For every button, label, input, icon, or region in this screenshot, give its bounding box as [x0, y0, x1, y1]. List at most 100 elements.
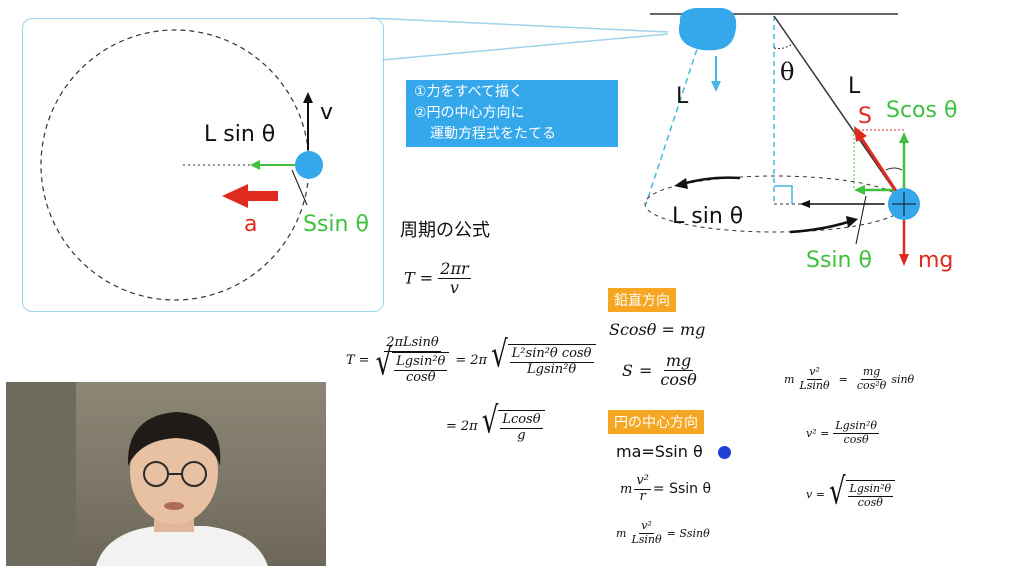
vertical-tag: 鉛直方向: [608, 288, 676, 312]
theta-arc: [773, 43, 793, 49]
ssin-force-head: [250, 160, 260, 170]
ssin-leader: [855, 195, 867, 245]
deriv-num: 2πLsinθ: [384, 335, 441, 352]
ssin-label: Ssin θ: [303, 212, 369, 237]
center-m: m: [620, 481, 633, 497]
center-v2: v²: [634, 473, 651, 490]
deriv-sqrt2: √ Lcosθ g: [482, 403, 545, 444]
lsin-bottom-label: L sin θ: [672, 204, 744, 229]
acceleration-arrow: [222, 184, 278, 208]
derivation-line-1: T = 2πLsinθ √ Lgsin²θ cosθ = 2π √ L²sin²…: [346, 335, 596, 386]
vertical-den: cosθ: [660, 370, 697, 390]
instruction-line-3: 運動方程式をたてる: [430, 126, 556, 142]
blue-dot: [718, 446, 731, 459]
center-m-2: m: [616, 526, 627, 540]
ssin-bottom-label: Ssin θ: [806, 248, 872, 273]
ball-angle-arc: [885, 167, 903, 171]
right-v2-lhs: v² =: [806, 426, 830, 440]
period-eq: =: [419, 268, 434, 288]
deriv-fraction: 2πLsinθ √ Lgsin²θ cosθ: [374, 335, 452, 386]
deriv-eq3: =: [446, 419, 457, 435]
orbit-arrow-2-head: [846, 216, 858, 228]
right-frac3: Lgsin²θ cosθ: [833, 419, 879, 446]
vertical-eq2: S = mg cosθ: [622, 351, 699, 390]
deriv-rad1-num: L²sin²θ cosθ: [509, 345, 594, 363]
instruction-line-2: ②円の中心方向に: [414, 105, 525, 121]
deriv-sqrt1: √ L²sin²θ cosθ Lgsin²θ: [491, 337, 596, 378]
deriv-sqrt1-frac: L²sin²θ cosθ Lgsin²θ: [507, 343, 596, 378]
center-r: r: [639, 488, 646, 504]
vertical-fraction: mg cosθ: [658, 351, 698, 390]
deriv-rad2-num: Lcosθ: [500, 412, 543, 429]
tension-arrow: [858, 135, 900, 195]
right-num2: Lgsin²θ: [833, 419, 879, 434]
period-formula: T = 2πr v: [404, 259, 471, 298]
a-label: a: [244, 212, 258, 237]
center-den2: Lsinθ: [631, 532, 662, 546]
tension-arrow-head: [854, 126, 867, 142]
instruction-box: ①力をすべて描く ②円の中心方向に 運動方程式をたてる: [406, 80, 618, 147]
right-frac1: v² Lsinθ: [797, 365, 831, 392]
right-cos2: cos²θ: [856, 378, 887, 392]
orbit-arrow-2: [789, 220, 849, 234]
deriv-eq2: =: [455, 353, 467, 369]
callout-line-top: [369, 17, 669, 33]
right-sqrt-frac: Lgsin²θ cosθ: [845, 480, 896, 509]
right-den1: Lsinθ: [799, 378, 830, 392]
right-sqrt: √ Lgsin²θ cosθ: [829, 474, 896, 511]
orbit-arrow-1-head: [674, 178, 688, 189]
deriv-den: √ Lgsin²θ cosθ: [374, 345, 452, 386]
center-frac2: v² Lsinθ: [629, 519, 663, 546]
orbit-arrow-1: [681, 176, 741, 186]
center-rhs: = Ssin θ: [652, 481, 712, 498]
right-angle-mark: [774, 185, 793, 204]
center-eq2: m v² r = Ssin θ: [620, 473, 712, 505]
right-den3: cosθ: [857, 495, 883, 509]
presenter-figure: [6, 382, 268, 566]
right-eq3: v = √ Lgsin²θ cosθ: [806, 474, 896, 511]
derivation-line-2: = 2π √ Lcosθ g: [446, 403, 545, 444]
period-heading: 周期の公式: [400, 220, 490, 241]
l-right-label: L: [848, 74, 861, 99]
deriv-two-pi: 2π: [470, 353, 488, 369]
center-frac1: v² r: [634, 473, 651, 505]
presenter-video: [6, 382, 326, 566]
deriv-sqrt2-frac: Lcosθ g: [498, 410, 545, 444]
scos-arrow-head: [899, 132, 909, 143]
cone-left-dashed: [645, 39, 701, 205]
ball: [295, 151, 323, 179]
hanging-weight: [678, 8, 737, 51]
deriv-two-pi-2: 2π: [460, 419, 478, 435]
vertical-S: S: [622, 361, 633, 381]
ssin-arrow-head: [854, 185, 865, 195]
l-left-label: L: [676, 84, 689, 109]
right-mg: mg: [860, 365, 883, 380]
circle-panel: [22, 18, 384, 312]
center-rhs2: = Ssinθ: [666, 526, 710, 540]
leader-line: [291, 169, 308, 206]
deriv-den-sqrt: √ Lgsin²θ cosθ: [376, 345, 450, 386]
deriv-den-den: cosθ: [405, 369, 436, 385]
callout-line-bottom: [381, 33, 669, 61]
right-frac2: mg cos²θ: [855, 365, 888, 392]
right-v2: v²: [807, 365, 822, 380]
right-num3: Lgsin²θ: [847, 482, 894, 497]
mg-label: mg: [918, 248, 954, 273]
scos-label: Scos θ: [886, 98, 958, 123]
period-den: v: [449, 278, 459, 298]
v-label: v: [320, 100, 334, 125]
center-tag: 円の中心方向: [608, 410, 704, 434]
deriv-den-frac: Lgsin²θ cosθ: [392, 351, 450, 386]
right-eq2: v² = Lgsin²θ cosθ: [806, 419, 879, 446]
right-eq1: m v² Lsinθ = mg cos²θ sinθ: [784, 365, 915, 392]
vertical-num: mg: [663, 351, 694, 372]
center-v2-2: v²: [639, 519, 654, 534]
theta-label: θ: [780, 58, 795, 86]
center-eq1: ma=Ssin θ: [616, 442, 703, 461]
period-T: T: [404, 268, 415, 288]
right-den2: cosθ: [843, 432, 869, 446]
right-sin: sinθ: [891, 372, 915, 386]
period-fraction: 2πr v: [438, 259, 471, 298]
period-num: 2πr: [438, 259, 471, 280]
